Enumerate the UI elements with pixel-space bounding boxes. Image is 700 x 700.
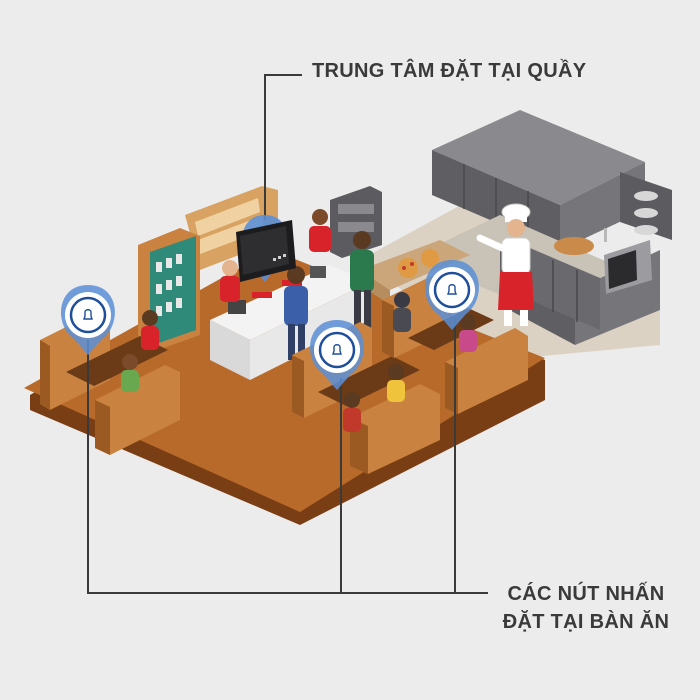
label-table-buttons-line1: CÁC NÚT NHẤN (507, 583, 665, 605)
table-button-pin-center (310, 320, 364, 390)
bell-icon (447, 284, 457, 295)
staff-figures (220, 209, 331, 302)
back-oven-unit (330, 186, 382, 258)
wall-display-receiver-icon (236, 220, 296, 282)
table-button-pin-left (61, 285, 115, 355)
table-button-pin-right (425, 260, 479, 330)
bell-icon (83, 309, 93, 320)
label-table-buttons: CÁC NÚT NHẤN ĐẶT TẠI BÀN ĂN (482, 580, 690, 636)
bell-icon (332, 344, 342, 355)
chef-figure (476, 203, 534, 326)
kitchen-counter (410, 215, 660, 345)
label-table-buttons-line2: ĐẶT TẠI BÀN ĂN (502, 611, 670, 633)
callout-line-counter (264, 74, 302, 220)
callout-line-buttons (87, 340, 488, 594)
callout-lines (87, 74, 488, 594)
counter-console-pin (236, 215, 296, 282)
upper-cabinets (432, 110, 672, 250)
customer-figures (284, 231, 374, 360)
booth-right (382, 272, 528, 414)
label-counter-center: TRUNG TÂM ĐẶT TẠI QUẦY (312, 60, 587, 82)
